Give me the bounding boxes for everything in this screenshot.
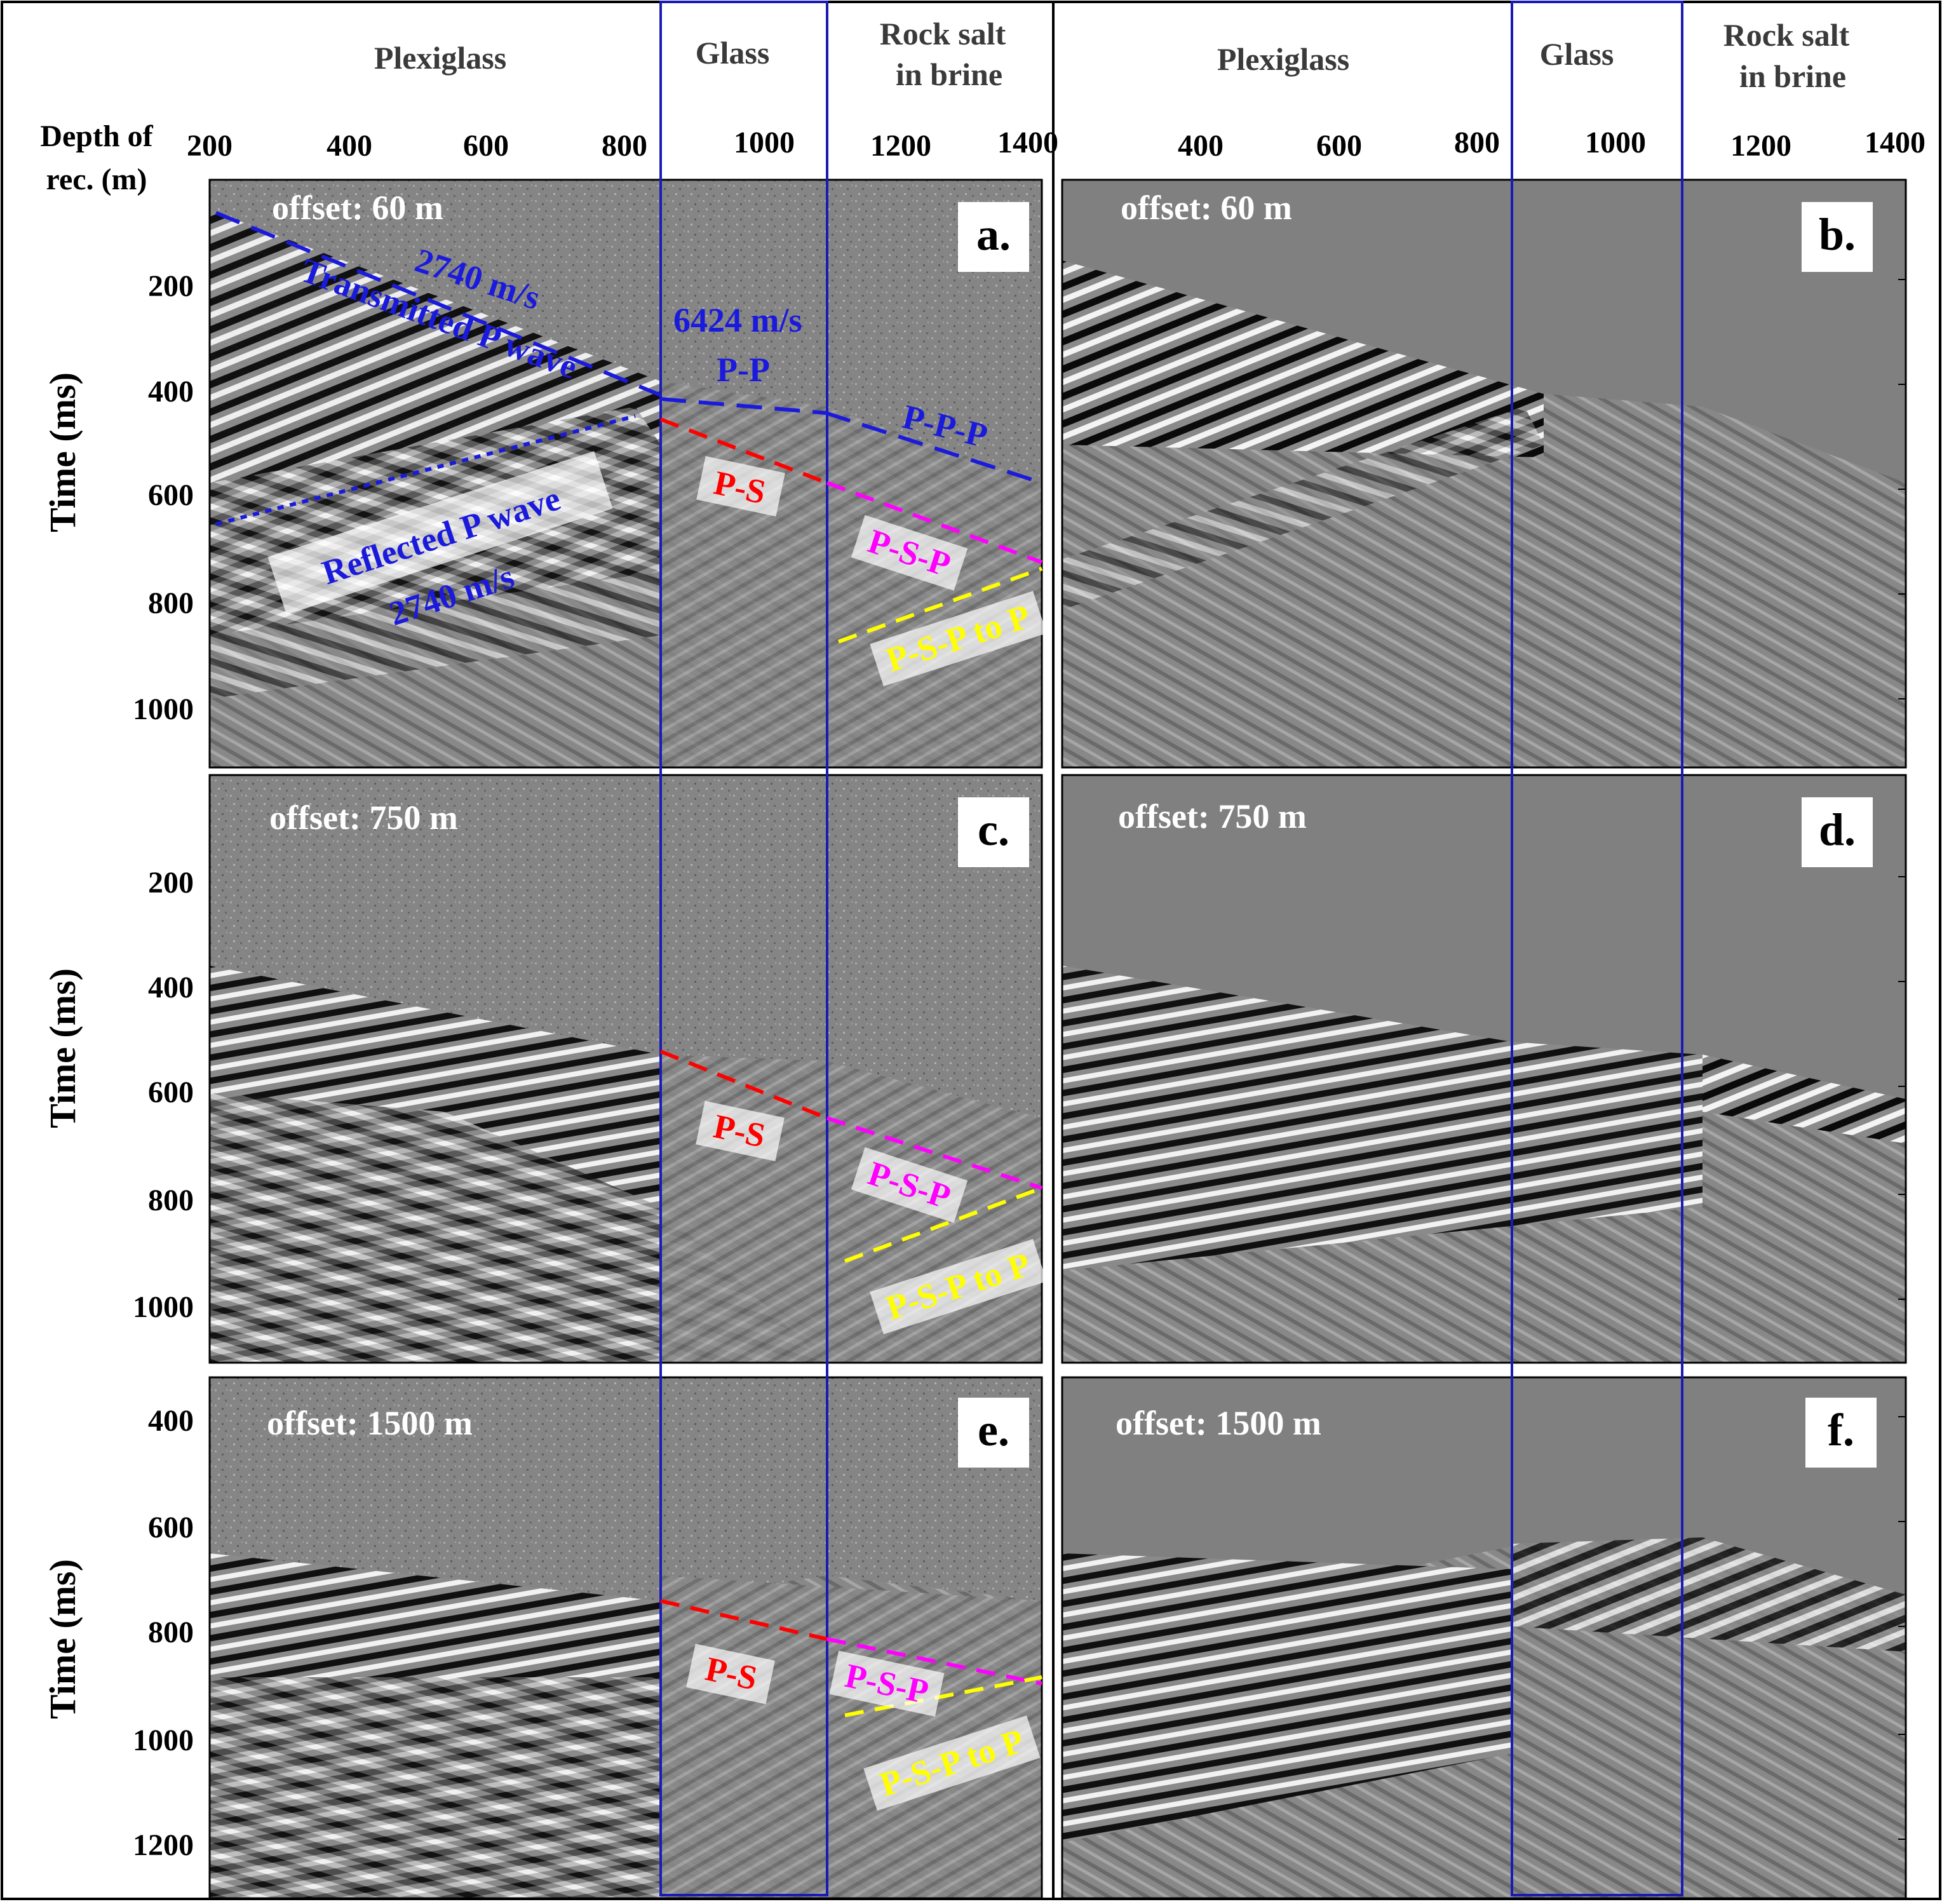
offset-label-b: offset: 60 m xyxy=(1121,189,1292,227)
time-tick: 200 xyxy=(148,866,194,900)
rock-salt-label-line2: in brine xyxy=(896,57,1002,92)
rock-salt-label-right-line1: Rock salt xyxy=(1723,17,1850,53)
depth-tick: 200 xyxy=(187,129,233,163)
glass-label: Glass xyxy=(696,35,770,71)
time-axis-a: 200 400 600 800 1000 Time (ms) xyxy=(42,269,194,726)
seismic-wavefield xyxy=(1062,407,1544,610)
offset-label-f: offset: 1500 m xyxy=(1116,1404,1321,1442)
psp-to-p-line xyxy=(844,1186,1043,1263)
depth-tick: 600 xyxy=(463,129,509,163)
svg-text:c.: c. xyxy=(978,804,1009,855)
psp-to-p-line xyxy=(837,567,1043,644)
seismic-wavefield xyxy=(661,1576,1042,1898)
svg-text:b.: b. xyxy=(1819,209,1856,260)
time-axis-c: 200 400 600 800 1000 Time (ms) xyxy=(42,866,194,1324)
panel-label-d: d. xyxy=(1802,797,1873,867)
transmitted-p-line xyxy=(215,211,662,397)
time-tick: 1200 xyxy=(133,1828,194,1862)
right-ticks xyxy=(1898,279,1906,1840)
psp-line xyxy=(826,1637,1042,1685)
panel-f xyxy=(1062,1377,1906,1898)
reflected-p-line xyxy=(215,414,636,526)
depth-tick: 1400 xyxy=(997,126,1058,159)
time-tick: 800 xyxy=(148,586,194,620)
offset-label-a: offset: 60 m xyxy=(272,189,443,227)
panel-b xyxy=(1062,180,1906,767)
time-tick: 400 xyxy=(148,375,194,408)
seismic-wavefield xyxy=(210,1677,661,1898)
depth-tick: 1400 xyxy=(1864,126,1925,159)
time-tick: 800 xyxy=(148,1616,194,1649)
time-tick: 400 xyxy=(148,971,194,1004)
time-tick: 800 xyxy=(148,1184,194,1217)
panel-label-e: e. xyxy=(958,1398,1029,1468)
offset-label-d: offset: 750 m xyxy=(1118,797,1307,835)
panel-d xyxy=(1062,775,1906,1363)
time-axis-e: 400 600 800 1000 1200 Time (ms) xyxy=(42,1404,194,1862)
plexiglass-label: Plexiglass xyxy=(374,40,506,76)
panel-frames xyxy=(208,179,1907,1900)
seismic-wavefield xyxy=(1512,1537,1906,1652)
depth-axis-title-line1: Depth of xyxy=(40,119,153,153)
rock-salt-label-line1: Rock salt xyxy=(880,16,1006,51)
seismic-wavefield xyxy=(1062,1553,1512,1842)
y-axis-title: Time (ms) xyxy=(42,968,83,1128)
svg-text:a.: a. xyxy=(976,209,1011,260)
material-boundaries xyxy=(659,1,1683,1896)
depth-ticks-right: 400 600 800 1000 1200 1400 xyxy=(1178,126,1925,163)
psp-line xyxy=(826,481,1043,564)
pp-label: P-P xyxy=(717,351,770,389)
depth-tick: 600 xyxy=(1316,129,1362,163)
time-tick: 600 xyxy=(148,1076,194,1109)
psp-to-p-line xyxy=(844,1675,1042,1717)
depth-tick: 1000 xyxy=(734,126,795,159)
time-tick: 600 xyxy=(148,1511,194,1544)
depth-tick: 400 xyxy=(327,129,372,163)
svg-text:f.: f. xyxy=(1828,1405,1854,1455)
seismic-wavefield xyxy=(1062,260,1544,457)
panel-label-a: a. xyxy=(958,202,1029,272)
time-tick: 1000 xyxy=(133,1290,194,1324)
panel-c xyxy=(210,775,1042,1363)
depth-axis-title-line2: rec. (m) xyxy=(46,163,147,196)
seismic-wavefield xyxy=(1062,966,1703,1271)
annotations-e: P-S P-S-P P-S-P to P xyxy=(660,1599,1042,1811)
depth-tick: 1200 xyxy=(870,129,931,163)
header-left: Plexiglass Glass Rock salt in brine xyxy=(374,16,1006,92)
panel-label-f: f. xyxy=(1805,1398,1877,1468)
velocity-label-6424: 6424 m/s xyxy=(673,301,802,339)
time-tick: 1000 xyxy=(133,1724,194,1757)
depth-tick: 800 xyxy=(602,129,647,163)
offset-label-e: offset: 1500 m xyxy=(267,1404,473,1442)
pp-line xyxy=(660,397,826,415)
time-tick: 200 xyxy=(148,269,194,303)
time-tick: 600 xyxy=(148,478,194,512)
plexiglass-label-right: Plexiglass xyxy=(1217,41,1349,77)
time-tick: 1000 xyxy=(133,692,194,726)
offset-label-c: offset: 750 m xyxy=(269,799,458,837)
depth-tick: 800 xyxy=(1454,126,1500,159)
depth-tick: 400 xyxy=(1178,129,1224,163)
panel-label-c: c. xyxy=(958,797,1029,867)
depth-tick: 1200 xyxy=(1730,129,1791,163)
y-axis-title: Time (ms) xyxy=(42,1559,83,1719)
svg-text:d.: d. xyxy=(1819,804,1856,855)
rock-salt-label-right-line2: in brine xyxy=(1739,58,1846,94)
psp-line xyxy=(826,1116,1042,1190)
seismic-wavefield xyxy=(1703,1055,1906,1144)
y-axis-title: Time (ms) xyxy=(42,372,83,532)
panel-label-b: b. xyxy=(1802,202,1873,272)
panel-e xyxy=(210,1377,1042,1898)
svg-text:e.: e. xyxy=(978,1405,1009,1455)
time-tick: 400 xyxy=(148,1404,194,1438)
depth-ticks-left: 200 400 600 800 1000 1200 1400 xyxy=(187,126,1058,163)
depth-tick: 1000 xyxy=(1585,126,1646,159)
glass-label-right: Glass xyxy=(1540,36,1614,72)
header-right: Plexiglass Glass Rock salt in brine xyxy=(1217,17,1850,94)
